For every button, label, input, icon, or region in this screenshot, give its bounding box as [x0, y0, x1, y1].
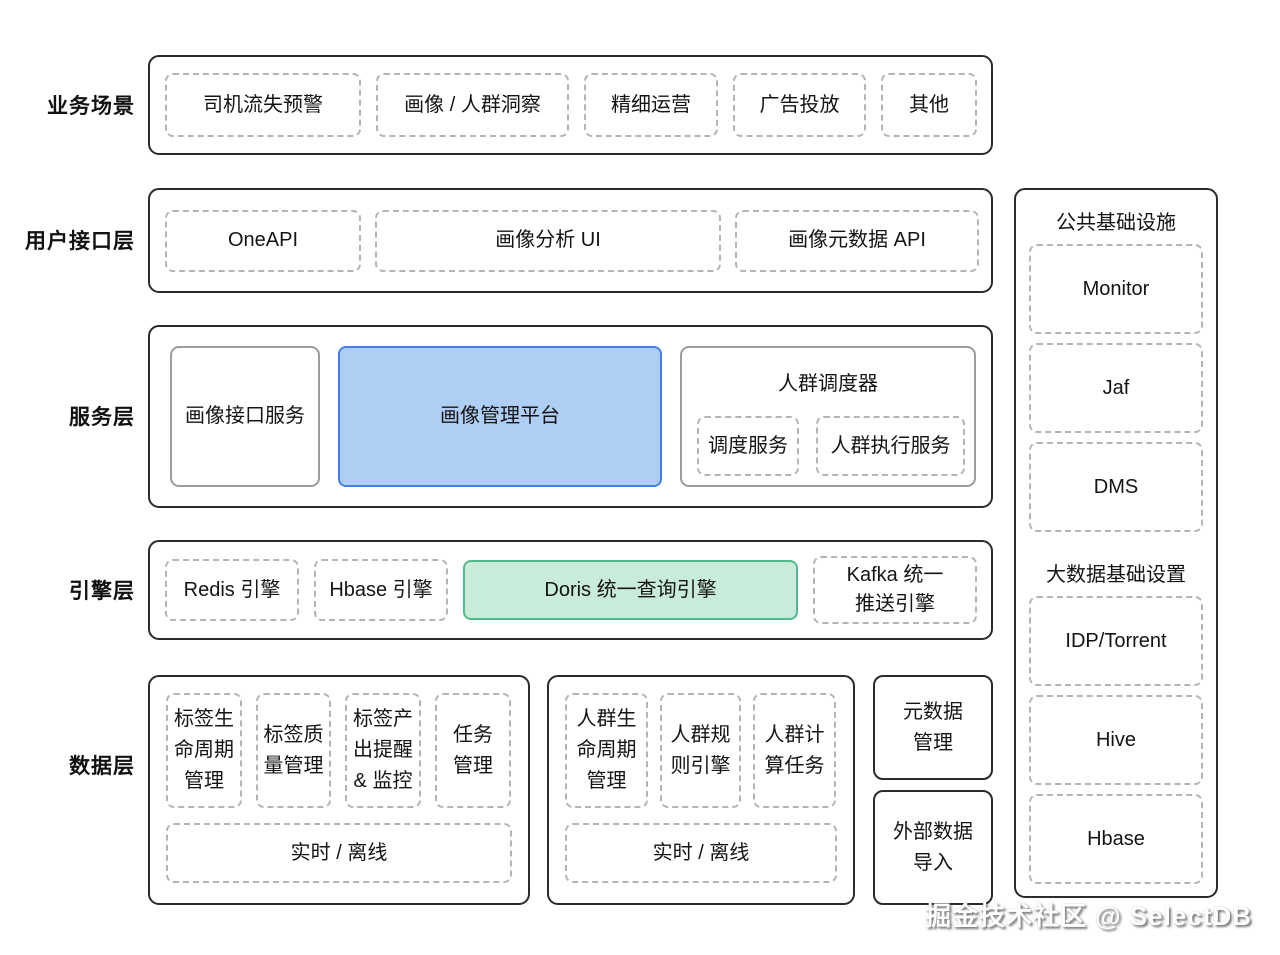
infra-column: 公共基础设施 Monitor Jaf DMS 大数据基础设置 IDP/Torre… — [1014, 188, 1218, 898]
common-infra-title: 公共基础设施 — [1056, 212, 1176, 234]
box-others: 其他 — [881, 73, 977, 137]
layer-label-service: 服务层 — [69, 406, 135, 429]
bigdata-infra-title: 大数据基础设置 — [1046, 564, 1186, 586]
box-portrait-analysis-ui: 画像分析 UI — [375, 209, 721, 272]
box-driver-churn-alert: 司机流失预警 — [165, 73, 361, 137]
box-portrait-mgmt-platform: 画像管理平台 — [338, 346, 662, 487]
layer-label-engine: 引擎层 — [69, 580, 135, 603]
box-portrait-api-service: 画像接口服务 — [170, 346, 320, 487]
crowd-data-items: 人群生 命周期 管理 人群规 则引擎 人群计 算任务 — [565, 693, 837, 808]
crowd-scheduler-group: 人群调度器 调度服务 人群执行服务 — [680, 346, 976, 487]
box-tag-lifecycle-mgmt: 标签生 命周期 管理 — [166, 693, 242, 808]
user-interface-container: OneAPI 画像分析 UI 画像元数据 API — [148, 188, 993, 293]
box-crowd-rule-engine: 人群规 则引擎 — [660, 693, 741, 808]
box-oneapi: OneAPI — [165, 209, 361, 272]
engine-layer-container: Redis 引擎 Hbase 引擎 Doris 统一查询引擎 Kafka 统一 … — [148, 540, 993, 640]
box-monitor: Monitor — [1029, 244, 1203, 334]
box-tag-quality-mgmt: 标签质 量管理 — [256, 693, 331, 808]
box-jaf: Jaf — [1029, 343, 1203, 433]
box-redis-engine: Redis 引擎 — [165, 559, 299, 621]
tag-data-items: 标签生 命周期 管理 标签质 量管理 标签产 出提醒 & 监控 任务 管理 — [166, 693, 512, 808]
service-layer-container: 画像接口服务 画像管理平台 人群调度器 调度服务 人群执行服务 — [148, 325, 993, 508]
box-portrait-metadata-api: 画像元数据 API — [735, 209, 979, 272]
tag-data-group: 标签生 命周期 管理 标签质 量管理 标签产 出提醒 & 监控 任务 管理 实时… — [148, 675, 530, 905]
box-external-data-import: 外部数据 导入 — [873, 790, 993, 905]
crowd-data-group: 人群生 命周期 管理 人群规 则引擎 人群计 算任务 实时 / 离线 — [547, 675, 855, 905]
box-dispatch-service: 调度服务 — [697, 416, 799, 476]
box-realtime-offline-tag: 实时 / 离线 — [166, 823, 512, 883]
box-portrait-crowd-insight: 画像 / 人群洞察 — [376, 73, 569, 137]
box-crowd-exec-service: 人群执行服务 — [816, 416, 965, 476]
box-metadata-mgmt: 元数据 管理 — [873, 675, 993, 780]
box-hive: Hive — [1029, 695, 1203, 785]
layer-label-user-interface: 用户接口层 — [25, 230, 135, 253]
box-hbase-infra: Hbase — [1029, 794, 1203, 884]
layer-label-business: 业务场景 — [47, 95, 135, 118]
business-scenarios-container: 司机流失预警 画像 / 人群洞察 精细运营 广告投放 其他 — [148, 55, 993, 155]
crowd-scheduler-items: 调度服务 人群执行服务 — [697, 416, 965, 476]
box-refined-operation: 精细运营 — [584, 73, 718, 137]
box-kafka-push-engine: Kafka 统一 推送引擎 — [813, 556, 977, 624]
box-doris-query-engine: Doris 统一查询引擎 — [463, 560, 798, 620]
box-crowd-compute-task: 人群计 算任务 — [753, 693, 836, 808]
crowd-scheduler-title: 人群调度器 — [778, 373, 878, 395]
box-ad-placement: 广告投放 — [733, 73, 866, 137]
box-realtime-offline-crowd: 实时 / 离线 — [565, 823, 837, 883]
watermark-text: 掘金技术社区 @ SelectDB — [925, 901, 1252, 931]
box-crowd-lifecycle-mgmt: 人群生 命周期 管理 — [565, 693, 648, 808]
box-task-mgmt: 任务 管理 — [435, 693, 511, 808]
layer-label-data: 数据层 — [69, 755, 135, 778]
box-hbase-engine: Hbase 引擎 — [314, 559, 448, 621]
box-dms: DMS — [1029, 442, 1203, 532]
box-tag-output-alert-monitor: 标签产 出提醒 & 监控 — [345, 693, 421, 808]
box-idp-torrent: IDP/Torrent — [1029, 596, 1203, 686]
